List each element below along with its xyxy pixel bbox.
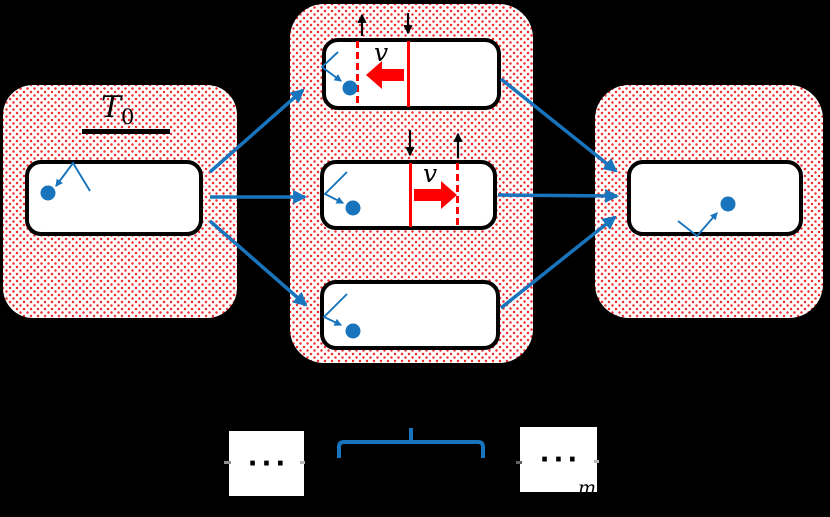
- clipped-arrow-tick-1: [224, 461, 231, 464]
- clipped-arrow-tick-3: [516, 461, 522, 464]
- piston-dashed-line-top: [356, 41, 359, 107]
- clipped-arrow-tick-2: [300, 461, 305, 464]
- clipped-arrow-tick-4: [594, 460, 599, 463]
- velocity-label-top: v: [374, 38, 389, 67]
- velocity-label-middle: v: [423, 159, 438, 188]
- ellipsis-box-right: ···: [520, 427, 597, 492]
- black-band-artifact: [82, 129, 170, 134]
- initial-chamber: [25, 160, 203, 236]
- selection-brace: [337, 440, 485, 458]
- temperature-symbol: T: [101, 90, 122, 125]
- ellipsis-box-left: ···: [229, 431, 304, 496]
- branch-top-chamber: [322, 38, 501, 110]
- piston-dashed-line-middle: [456, 163, 459, 227]
- temperature-label: T0: [101, 90, 134, 129]
- piston-solid-line-middle: [409, 163, 412, 227]
- final-chamber: [627, 160, 803, 236]
- ellipsis-left: ···: [247, 448, 290, 479]
- clipped-m-label: m: [578, 477, 597, 499]
- branch-bottom-chamber: [320, 280, 500, 350]
- ellipsis-right: ···: [539, 444, 582, 475]
- piston-solid-line-top: [407, 41, 410, 107]
- temperature-subscript: 0: [121, 105, 135, 129]
- branch-middle-chamber: [320, 160, 497, 230]
